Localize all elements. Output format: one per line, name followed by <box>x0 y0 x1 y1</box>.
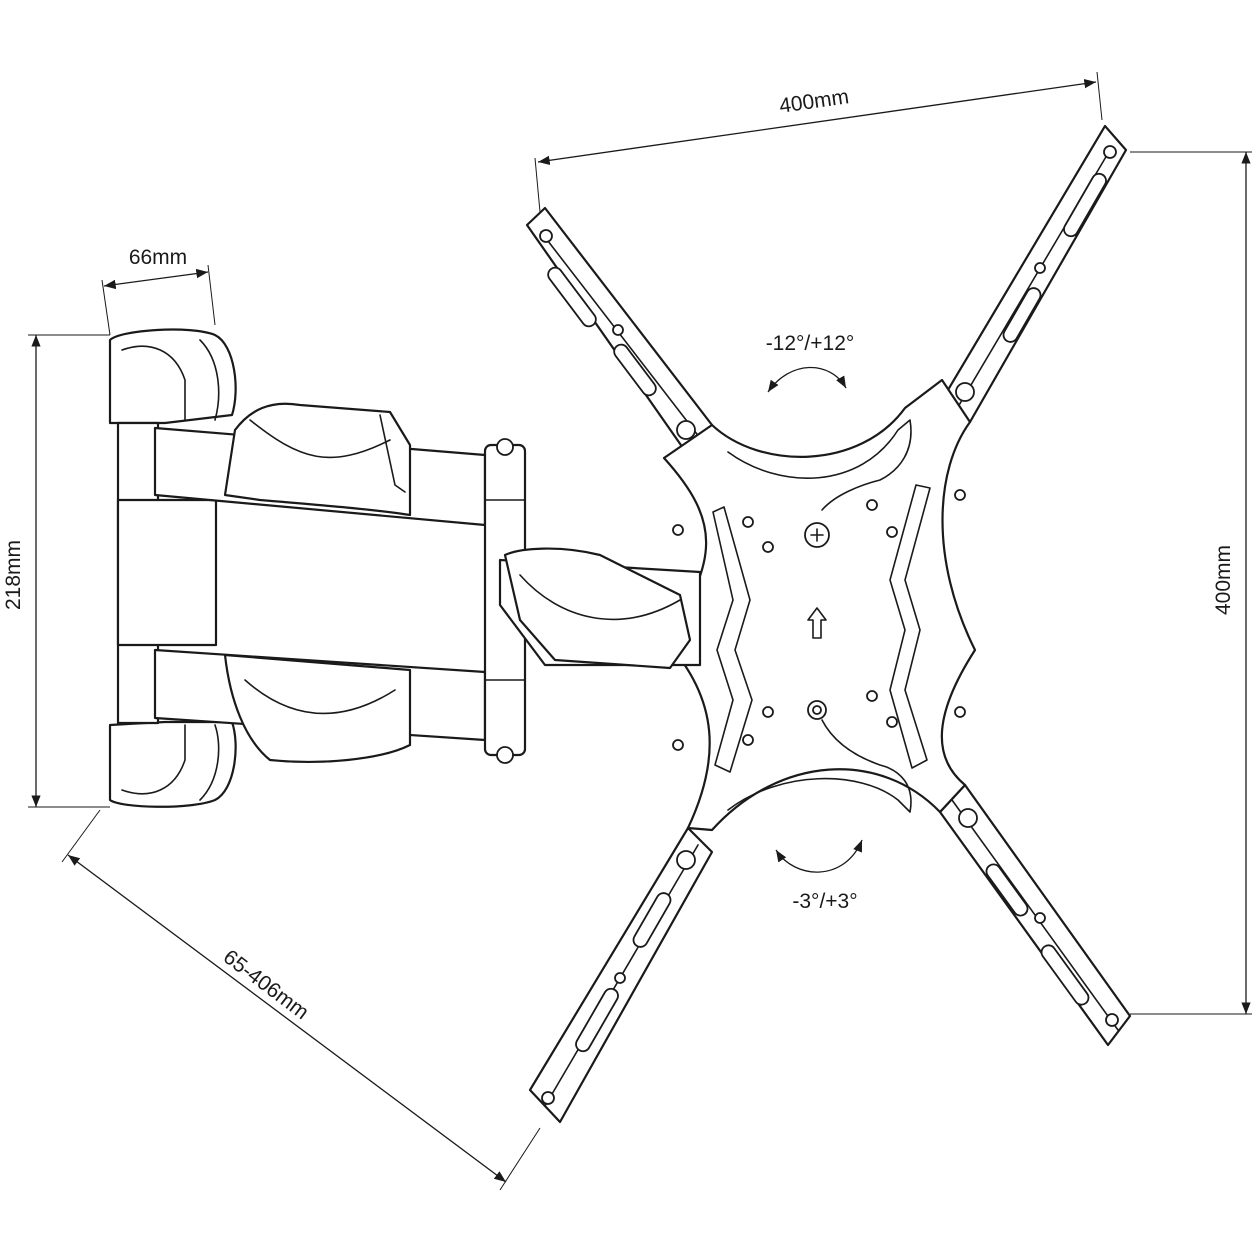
lower-arm-joint <box>223 653 412 763</box>
rotation-label: -12°/+12° <box>766 332 855 355</box>
wall-plate-width-label: 66mm <box>129 246 187 269</box>
plate-height-label: 400mm <box>1212 545 1235 615</box>
up-arrow-icon <box>807 607 827 639</box>
plate-center-body <box>662 378 977 832</box>
vesa-plate <box>525 124 1132 1124</box>
upper-arm-joint <box>223 402 412 517</box>
arm-extension-label: 65-406mm <box>219 945 313 1024</box>
wall-plate-height-label: 218mm <box>2 540 25 610</box>
rotation-arrow-icon <box>767 366 847 393</box>
forearm-joint <box>503 547 692 670</box>
dimension-line-plate-width <box>537 79 1097 165</box>
dimension-line-wall-plate-width <box>103 268 209 290</box>
wall-plate-top-cap <box>108 328 237 425</box>
dimension-line-arm-extension <box>67 854 507 1183</box>
wall-plate-bottom-cap <box>108 720 237 808</box>
plate-width-label: 400mm <box>778 85 851 118</box>
tilt-arrow-icon <box>775 839 863 873</box>
wall-bracket <box>108 328 702 808</box>
tilt-label: -3°/+3° <box>792 890 857 913</box>
